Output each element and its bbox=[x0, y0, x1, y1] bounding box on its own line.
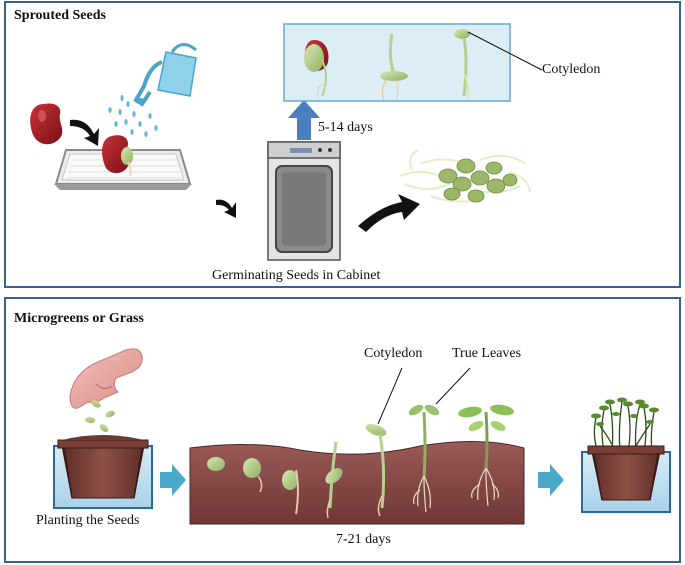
true-leaves-pointer-line bbox=[435, 367, 471, 405]
pot-in-water-icon bbox=[53, 435, 153, 509]
germination-cabinet-icon bbox=[267, 141, 341, 261]
cotyledon-pointer-line bbox=[377, 367, 403, 425]
bean-sprout-icon bbox=[380, 33, 408, 101]
hand-icon bbox=[69, 348, 143, 409]
duration-label: 7-21 days bbox=[336, 532, 391, 547]
bean-sprout-icon bbox=[454, 29, 470, 99]
cotyledon-label: Cotyledon bbox=[364, 346, 423, 361]
up-arrow-icon bbox=[288, 100, 320, 140]
seed-stage-icon bbox=[282, 469, 299, 515]
planting-label: Planting the Seeds bbox=[36, 513, 140, 528]
sprouted-beans-icon bbox=[399, 149, 532, 203]
sprouting-bean-icon bbox=[102, 135, 133, 177]
right-arrow-icon bbox=[160, 464, 186, 496]
duration-label: 5-14 days bbox=[318, 120, 373, 135]
right-arrow-icon bbox=[538, 464, 564, 496]
bean-sprout-icon bbox=[304, 40, 329, 99]
curved-arrow-icon bbox=[216, 199, 236, 218]
cotyledon-pointer-line bbox=[467, 31, 543, 71]
true-leaves-label: True Leaves bbox=[452, 346, 522, 361]
watering-can-icon bbox=[133, 43, 197, 107]
curved-arrow-icon bbox=[70, 119, 99, 146]
pot-with-microgreens-icon bbox=[581, 397, 671, 513]
kidney-bean-icon bbox=[30, 103, 63, 145]
soil-strip bbox=[189, 440, 525, 525]
cabinet-label: Germinating Seeds in Cabinet bbox=[212, 268, 381, 283]
panel-title: Sprouted Seeds bbox=[14, 8, 106, 23]
seedling-true-leaves-icon bbox=[458, 404, 514, 507]
cotyledon-label: Cotyledon bbox=[542, 62, 601, 77]
seed-stage-icon bbox=[207, 457, 225, 471]
curved-arrow-icon bbox=[358, 194, 420, 232]
falling-seeds-icon bbox=[85, 400, 115, 432]
seed-stage-icon bbox=[325, 441, 343, 519]
seed-stage-icon bbox=[243, 458, 263, 493]
seedling-true-leaves-icon bbox=[408, 404, 440, 513]
water-drops-icon bbox=[108, 95, 158, 137]
seedling-cotyledon-icon bbox=[365, 423, 387, 517]
panel-title: Microgreens or Grass bbox=[14, 311, 144, 326]
